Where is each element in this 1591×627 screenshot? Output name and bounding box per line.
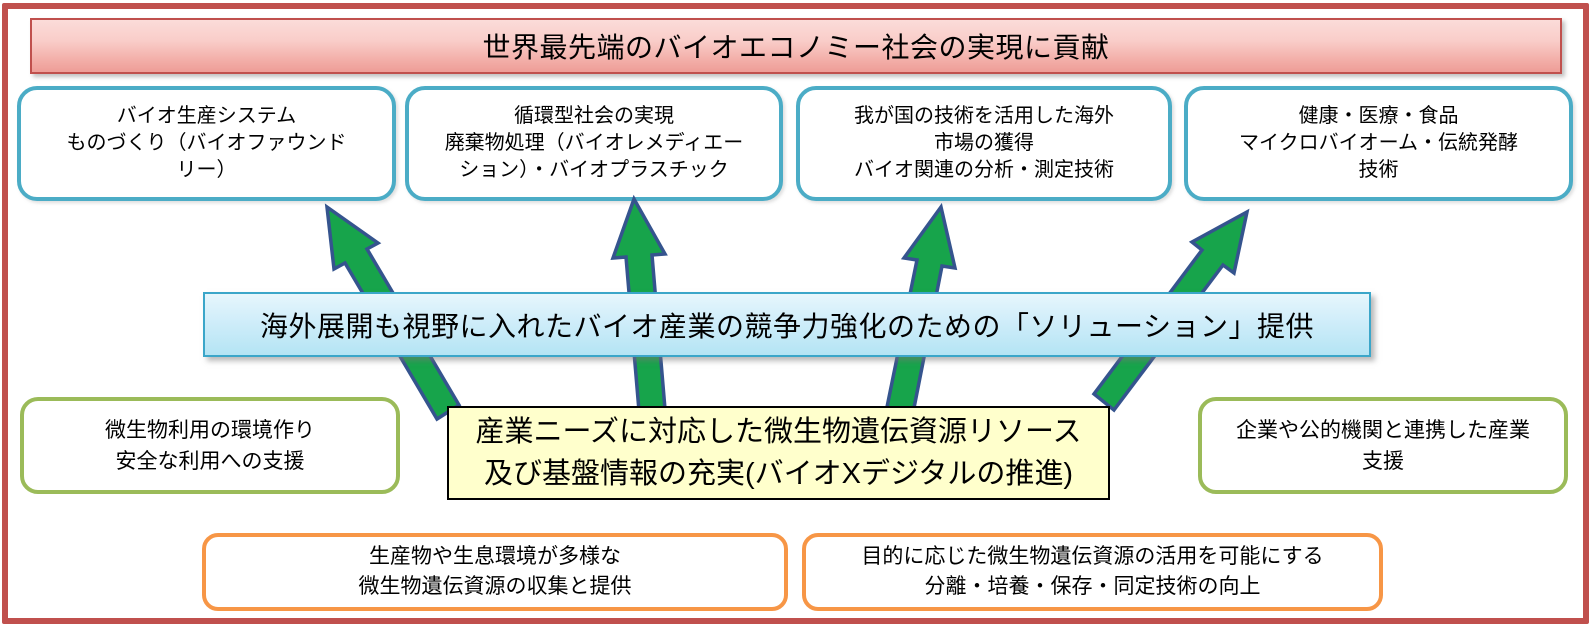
bottom-box-1: 生産物や生息環境が多様な 微生物遺伝資源の収集と提供 bbox=[202, 533, 788, 611]
goal-banner-title: 世界最先端のバイオエコノミー社会の実現に貢献 bbox=[482, 32, 1110, 63]
top-box-2: 循環型社会の実現 廃棄物処理（バイオレメディエー ション）・バイオプラスチック bbox=[405, 86, 783, 201]
box-line: 技術 bbox=[1358, 159, 1399, 181]
top-box-4: 健康・医療・食品 マイクロバイオーム・伝統発酵 技術 bbox=[1184, 86, 1573, 201]
box-line: 廃棄物処理（バイオレメディエー bbox=[444, 132, 744, 154]
box-line: 循環型社会の実現 bbox=[514, 105, 674, 127]
box-line: バイオ生産システム bbox=[116, 105, 297, 127]
bottom-box-2: 目的に応じた微生物遺伝資源の活用を可能にする 分離・培養・保存・同定技術の向上 bbox=[802, 533, 1383, 611]
left-support-box: 微生物利用の環境作り 安全な利用への支援 bbox=[20, 397, 400, 494]
box-line: 企業や公的機関と連携した産業 bbox=[1236, 418, 1530, 442]
box-line: 生産物や生息環境が多様な bbox=[369, 545, 621, 568]
box-line: 及び基盤情報の充実(バイオXデジタルの推進) bbox=[483, 458, 1074, 490]
box-line: バイオ関連の分析・測定技術 bbox=[854, 159, 1114, 181]
right-support-box: 企業や公的機関と連携した産業 支援 bbox=[1198, 397, 1568, 494]
box-line: ション）・バイオプラスチック bbox=[459, 159, 729, 181]
box-line: 我が国の技術を活用した海外 bbox=[854, 105, 1114, 127]
goal-banner: 世界最先端のバイオエコノミー社会の実現に貢献 bbox=[30, 18, 1562, 74]
solution-bar-title: 海外展開も視野に入れたバイオ産業の競争力強化のための「ソリューション」提供 bbox=[260, 310, 1314, 342]
box-line: 微生物遺伝資源の収集と提供 bbox=[358, 575, 632, 598]
box-line: ものづくり（バイオファウンド bbox=[66, 132, 347, 154]
box-line: 産業ニーズに対応した微生物遺伝資源リソース bbox=[475, 416, 1082, 448]
box-line: 目的に応じた微生物遺伝資源の活用を可能にする bbox=[861, 545, 1324, 568]
box-line: リー） bbox=[176, 159, 237, 181]
box-line: 微生物利用の環境作り bbox=[105, 418, 315, 442]
solution-bar: 海外展開も視野に入れたバイオ産業の競争力強化のための「ソリューション」提供 bbox=[203, 292, 1371, 357]
box-line: マイクロバイオーム・伝統発酵 bbox=[1239, 132, 1518, 154]
box-line: 分離・培養・保存・同定技術の向上 bbox=[924, 575, 1261, 598]
center-resource-box: 産業ニーズに対応した微生物遺伝資源リソース 及び基盤情報の充実(バイオXデジタル… bbox=[447, 406, 1110, 500]
top-box-3: 我が国の技術を活用した海外 市場の獲得 バイオ関連の分析・測定技術 bbox=[796, 86, 1172, 201]
box-line: 安全な利用への支援 bbox=[115, 449, 305, 473]
box-line: 支援 bbox=[1362, 449, 1404, 473]
box-line: 健康・医療・食品 bbox=[1298, 105, 1459, 127]
top-box-1: バイオ生産システム ものづくり（バイオファウンド リー） bbox=[17, 86, 396, 201]
box-line: 市場の獲得 bbox=[934, 132, 1034, 154]
